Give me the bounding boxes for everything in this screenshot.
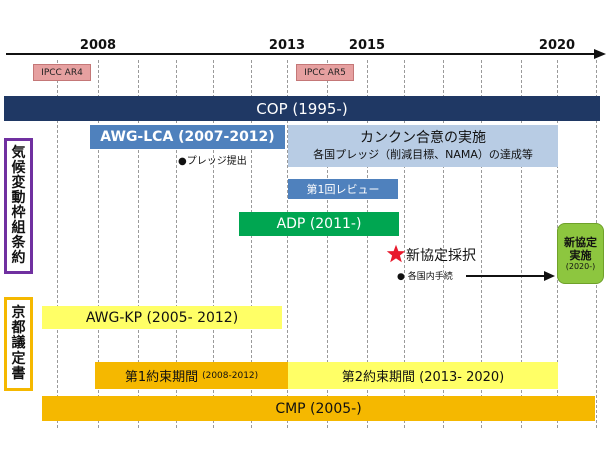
timeline-arrow-head [594, 49, 606, 59]
year-label: 2015 [348, 38, 386, 53]
year-label: 2020 [538, 38, 576, 53]
kyoto-char: 都 [11, 320, 26, 337]
awg-kp-bar: AWG-KP (2005- 2012) [42, 306, 282, 329]
unfccc-char: 動 [11, 189, 26, 206]
first-review-label: 第1回レビュー [306, 183, 380, 196]
cancun-subtitle: 各国プレッジ（削減目標、NAMA）の達成等 [313, 147, 533, 161]
unfccc-char: 条 [11, 235, 26, 252]
new-agreement-label: 新協定採択 [406, 248, 476, 264]
pledge-note: ●プレッジ提出 [178, 156, 247, 167]
adp-bar: ADP (2011-) [239, 212, 399, 236]
star-icon [386, 244, 406, 263]
timeline-gridline [367, 60, 368, 428]
awg-kp-label: AWG-KP (2005- 2012) [85, 309, 239, 326]
unfccc-char: 気 [11, 144, 26, 161]
awg-lca-bar: AWG-LCA (2007-2012) [90, 125, 285, 149]
implementation-line1: 新協定 [564, 235, 597, 249]
timeline-gridline [138, 60, 139, 428]
timeline-gridline [176, 60, 177, 428]
timeline-gridline [327, 60, 328, 428]
cmp-bar: CMP (2005-) [42, 396, 595, 421]
kyoto-char: 定 [11, 350, 26, 367]
unfccc-side-label: 気 候 変 動 枠 組 条 約 [4, 138, 33, 274]
implementation-line2: 実施 [569, 248, 592, 262]
cmp-label: CMP (2005-) [275, 400, 362, 417]
timeline-gridline [481, 60, 482, 428]
implementation-box: 新協定 実施 (2020-) [557, 223, 604, 284]
first-commitment-period-label: 第1約束期間 [124, 370, 199, 385]
second-commitment-period-bar: 第2約束期間 (2013- 2020) [288, 362, 558, 389]
timeline-gridline [521, 60, 522, 428]
year-label: 2008 [79, 38, 117, 53]
domestic-procedures-arrow-head [544, 271, 555, 281]
ipcc-ar4-label: IPCC AR4 [41, 67, 83, 78]
timeline-axis [6, 53, 596, 55]
kyoto-side-label: 京 都 議 定 書 [4, 297, 33, 391]
adp-label: ADP (2011-) [276, 216, 362, 232]
unfccc-char: 候 [11, 159, 26, 176]
ipcc-ar5-label: IPCC AR5 [304, 67, 346, 78]
cop-bar: COP (1995-) [4, 96, 600, 121]
timeline-gridline [251, 60, 252, 428]
cancun-title: カンクン合意の実施 [360, 130, 486, 147]
first-review-bar: 第1回レビュー [288, 179, 398, 199]
timeline-gridline [287, 60, 288, 428]
ipcc-ar4-tag: IPCC AR4 [33, 64, 91, 81]
cop-label: COP (1995-) [256, 99, 348, 118]
timeline-gridline [57, 60, 58, 428]
awg-lca-label: AWG-LCA (2007-2012) [100, 129, 275, 145]
cancun-bar: カンクン合意の実施 各国プレッジ（削減目標、NAMA）の達成等 [288, 125, 558, 167]
ipcc-ar5-tag: IPCC AR5 [296, 64, 354, 81]
first-commitment-period-years: (2008-2012) [202, 370, 259, 381]
timeline-gridline [443, 60, 444, 428]
kyoto-char: 京 [11, 305, 26, 322]
timeline-gridline [98, 60, 99, 428]
unfccc-char: 組 [11, 220, 26, 237]
first-commitment-period-bar: 第1約束期間 (2008-2012) [95, 362, 288, 389]
year-label: 2013 [268, 38, 306, 53]
domestic-procedures-note: ● 各国内手続 [397, 272, 453, 282]
kyoto-char: 書 [11, 365, 26, 382]
timeline-gridline [213, 60, 214, 428]
unfccc-char: 枠 [11, 205, 26, 221]
implementation-year: (2020-) [565, 261, 596, 271]
second-commitment-period-label: 第2約束期間 (2013- 2020) [341, 370, 505, 385]
kyoto-char: 議 [11, 335, 26, 352]
unfccc-char: 約 [11, 250, 26, 267]
timeline-gridline [404, 60, 405, 428]
unfccc-char: 変 [11, 174, 26, 191]
domestic-procedures-arrow-line [466, 275, 546, 277]
